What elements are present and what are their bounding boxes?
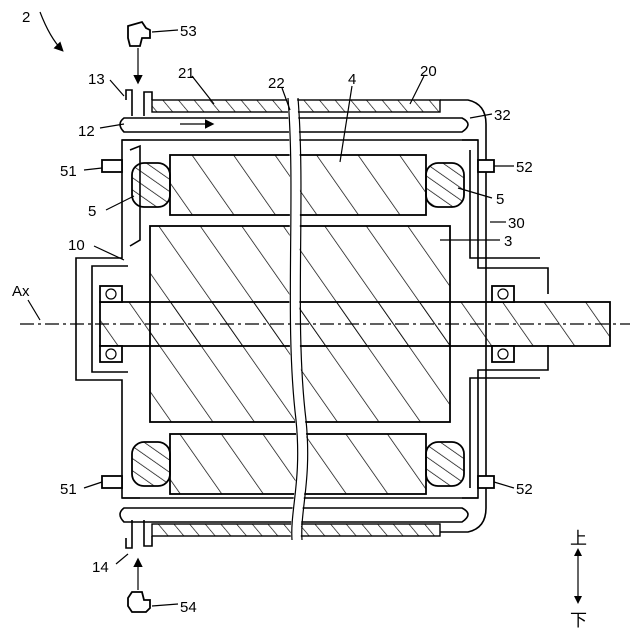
label-22: 22 bbox=[268, 75, 285, 92]
label-5-right: 5 bbox=[496, 191, 504, 208]
label-12: 12 bbox=[78, 123, 95, 140]
label-20: 20 bbox=[420, 63, 437, 80]
label-51-bottom: 51 bbox=[60, 481, 77, 498]
label-2: 2 bbox=[22, 9, 30, 26]
label-54: 54 bbox=[180, 599, 197, 616]
label-52-bottom: 52 bbox=[516, 481, 533, 498]
label-down: 下 bbox=[570, 611, 587, 630]
label-13: 13 bbox=[88, 71, 105, 88]
label-32: 32 bbox=[494, 107, 511, 124]
label-52-top: 52 bbox=[516, 159, 533, 176]
label-5-left: 5 bbox=[88, 203, 96, 220]
label-3: 3 bbox=[504, 233, 512, 250]
label-30: 30 bbox=[508, 215, 525, 232]
fitting-54 bbox=[128, 592, 150, 612]
label-53: 53 bbox=[180, 23, 197, 40]
fitting-53 bbox=[128, 22, 150, 46]
label-21: 21 bbox=[178, 65, 195, 82]
label-up: 上 bbox=[570, 529, 587, 548]
label-ax: Ax bbox=[12, 283, 30, 300]
label-51-top: 51 bbox=[60, 163, 77, 180]
label-10: 10 bbox=[68, 237, 85, 254]
label-14: 14 bbox=[92, 559, 109, 576]
label-4: 4 bbox=[348, 71, 356, 88]
